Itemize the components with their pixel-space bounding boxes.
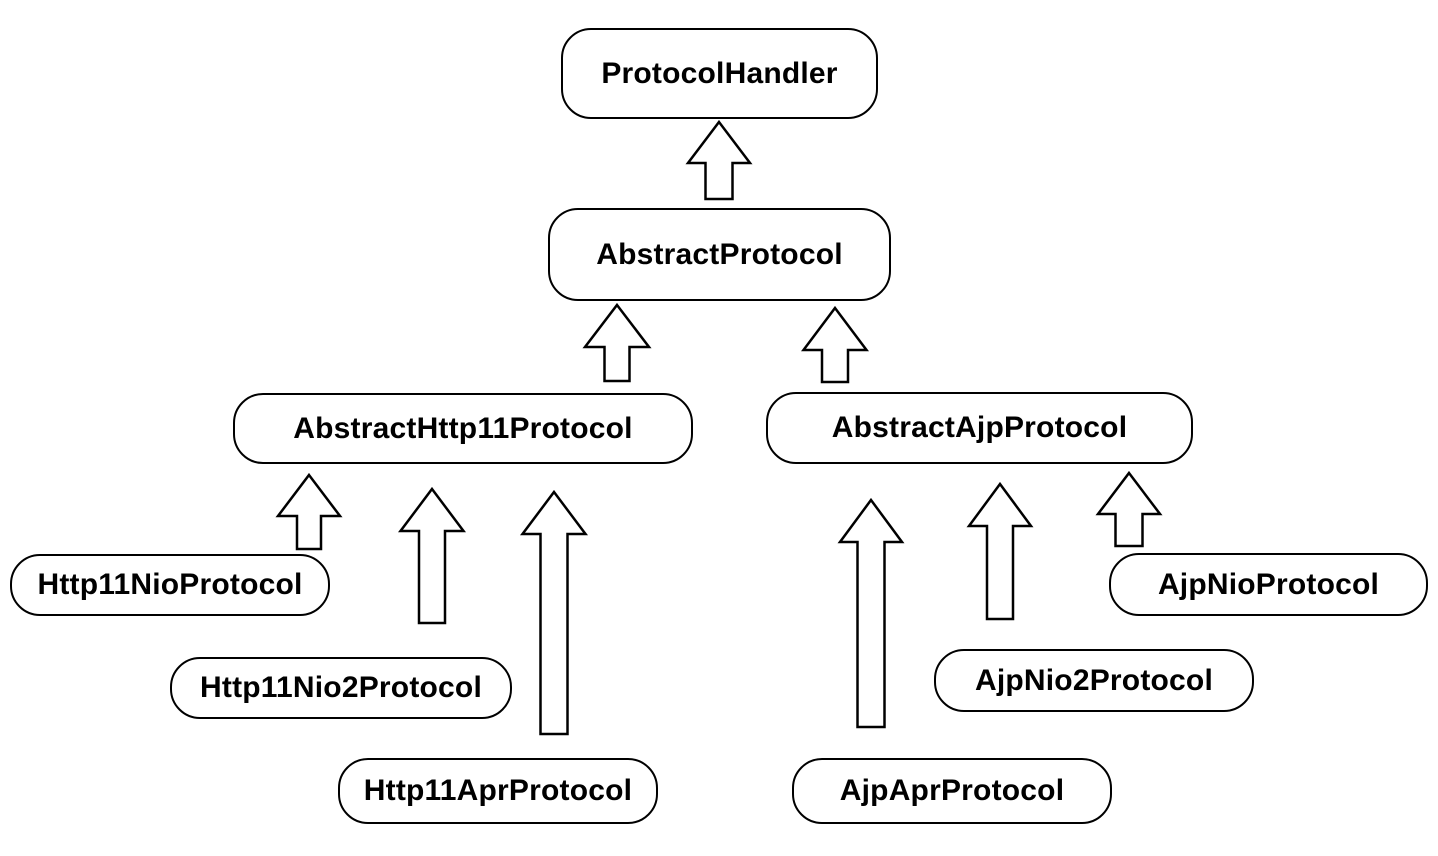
- inheritance-arrow-icon: [966, 481, 1034, 621]
- class-node-label: Http11AprProtocol: [363, 774, 633, 807]
- class-node-label: AjpAprProtocol: [839, 774, 1065, 807]
- class-node-abstractprotocol: AbstractProtocol: [548, 208, 891, 301]
- inheritance-arrow-icon: [801, 305, 869, 384]
- inheritance-arrow-icon: [520, 489, 588, 736]
- class-node-label: Http11NioProtocol: [37, 568, 303, 601]
- class-node-label: Http11Nio2Protocol: [200, 671, 482, 704]
- class-node-ajpnioprotocol: AjpNioProtocol: [1109, 553, 1428, 616]
- class-node-http11nioprotocol: Http11NioProtocol: [10, 554, 330, 616]
- inheritance-arrow-icon: [685, 119, 753, 201]
- class-node-label: ProtocolHandler: [601, 56, 838, 90]
- class-node-label: AjpNioProtocol: [1157, 567, 1380, 601]
- inheritance-arrow-icon: [837, 497, 905, 729]
- class-node-label: AbstractHttp11Protocol: [293, 411, 633, 445]
- class-node-label: AbstractAjpProtocol: [831, 411, 1128, 444]
- class-node-abstracthttp11protocol: AbstractHttp11Protocol: [233, 393, 693, 464]
- class-node-ajpaprprotocol: AjpAprProtocol: [792, 758, 1112, 824]
- class-node-abstractajpprotocol: AbstractAjpProtocol: [766, 392, 1193, 464]
- class-node-protocolhandler: ProtocolHandler: [561, 28, 878, 119]
- class-node-http11aprprotocol: Http11AprProtocol: [338, 758, 658, 824]
- inheritance-arrow-icon: [1095, 470, 1163, 548]
- class-node-http11nio2protocol: Http11Nio2Protocol: [170, 657, 512, 719]
- class-node-label: AjpNio2Protocol: [974, 663, 1213, 697]
- inheritance-arrow-icon: [398, 486, 466, 625]
- inheritance-arrow-icon: [275, 472, 343, 551]
- class-node-ajpnio2protocol: AjpNio2Protocol: [934, 649, 1254, 712]
- inheritance-arrow-icon: [582, 302, 652, 383]
- class-node-label: AbstractProtocol: [596, 237, 843, 271]
